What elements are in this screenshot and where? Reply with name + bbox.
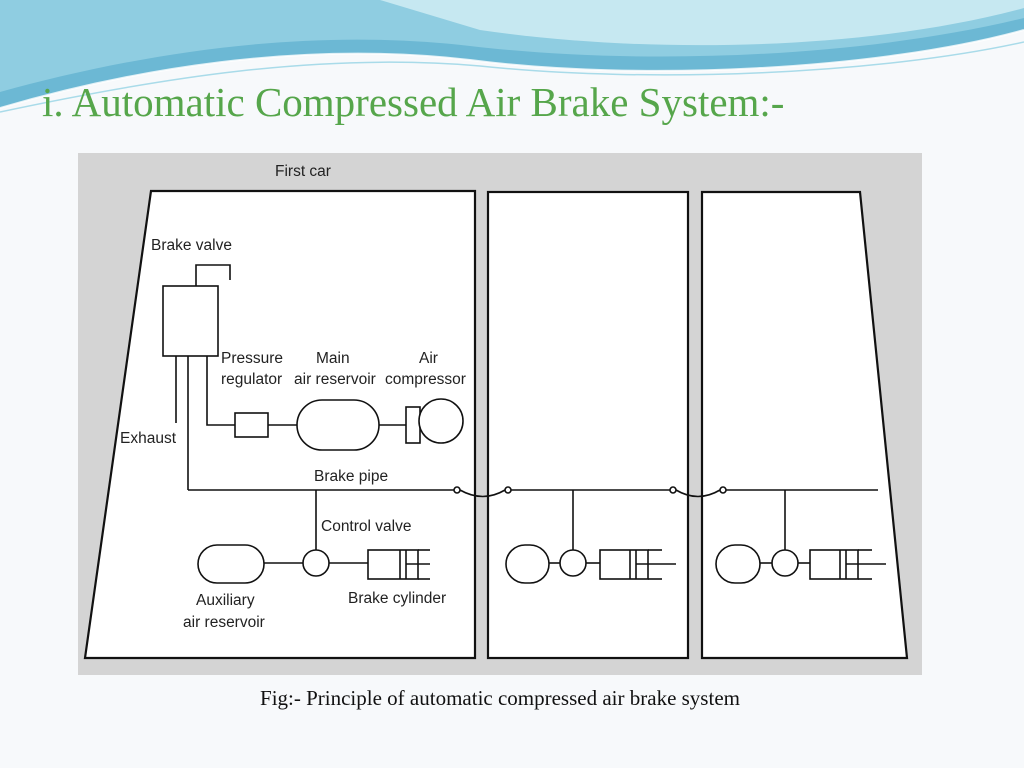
coupling bbox=[504, 486, 512, 494]
header-wave bbox=[0, 0, 1024, 113]
first-car-label: First car bbox=[275, 163, 331, 180]
main-air-reservoir-label-1: Main bbox=[316, 350, 350, 367]
coupling bbox=[453, 486, 461, 494]
brake-valve-handle bbox=[195, 264, 231, 286]
supply-line bbox=[206, 356, 235, 426]
hose-connection bbox=[459, 489, 506, 498]
coupling bbox=[719, 486, 727, 494]
brake-valve bbox=[162, 285, 219, 357]
hose-connection bbox=[675, 489, 721, 498]
air-compressor bbox=[418, 398, 464, 444]
brake-system-diagram: First car Brake valve Pressure regulator… bbox=[78, 153, 922, 675]
slide-title: i. Automatic Compressed Air Brake System… bbox=[42, 79, 785, 125]
auxiliary-air-reservoir-label-2: air reservoir bbox=[183, 614, 265, 631]
pressure-regulator-label-1: Pressure bbox=[221, 350, 283, 367]
brake-valve-label: Brake valve bbox=[151, 237, 232, 254]
second-car bbox=[486, 190, 690, 660]
control-valve bbox=[559, 549, 587, 577]
auxiliary-air-reservoir-label-1: Auxiliary bbox=[196, 592, 255, 609]
exhaust-label: Exhaust bbox=[120, 430, 177, 447]
air-compressor-label-2: compressor bbox=[385, 371, 466, 388]
pressure-regulator-label-2: regulator bbox=[221, 371, 282, 388]
control-valve-label: Control valve bbox=[321, 518, 411, 535]
coupling bbox=[669, 486, 677, 494]
figure-caption: Fig:- Principle of automatic compressed … bbox=[260, 686, 740, 710]
main-air-reservoir bbox=[296, 399, 380, 451]
auxiliary-air-reservoir bbox=[715, 544, 761, 584]
control-valve bbox=[771, 549, 799, 577]
auxiliary-air-reservoir bbox=[197, 544, 265, 584]
air-compressor-label-1: Air bbox=[419, 350, 438, 367]
third-car bbox=[700, 190, 909, 660]
pressure-regulator bbox=[234, 412, 269, 438]
compressor-body bbox=[405, 406, 421, 444]
brake-cylinder-label: Brake cylinder bbox=[348, 590, 446, 607]
main-air-reservoir-label-2: air reservoir bbox=[294, 371, 376, 388]
auxiliary-air-reservoir bbox=[505, 544, 550, 584]
brake-pipe-label: Brake pipe bbox=[314, 468, 388, 485]
control-valve bbox=[302, 549, 330, 577]
